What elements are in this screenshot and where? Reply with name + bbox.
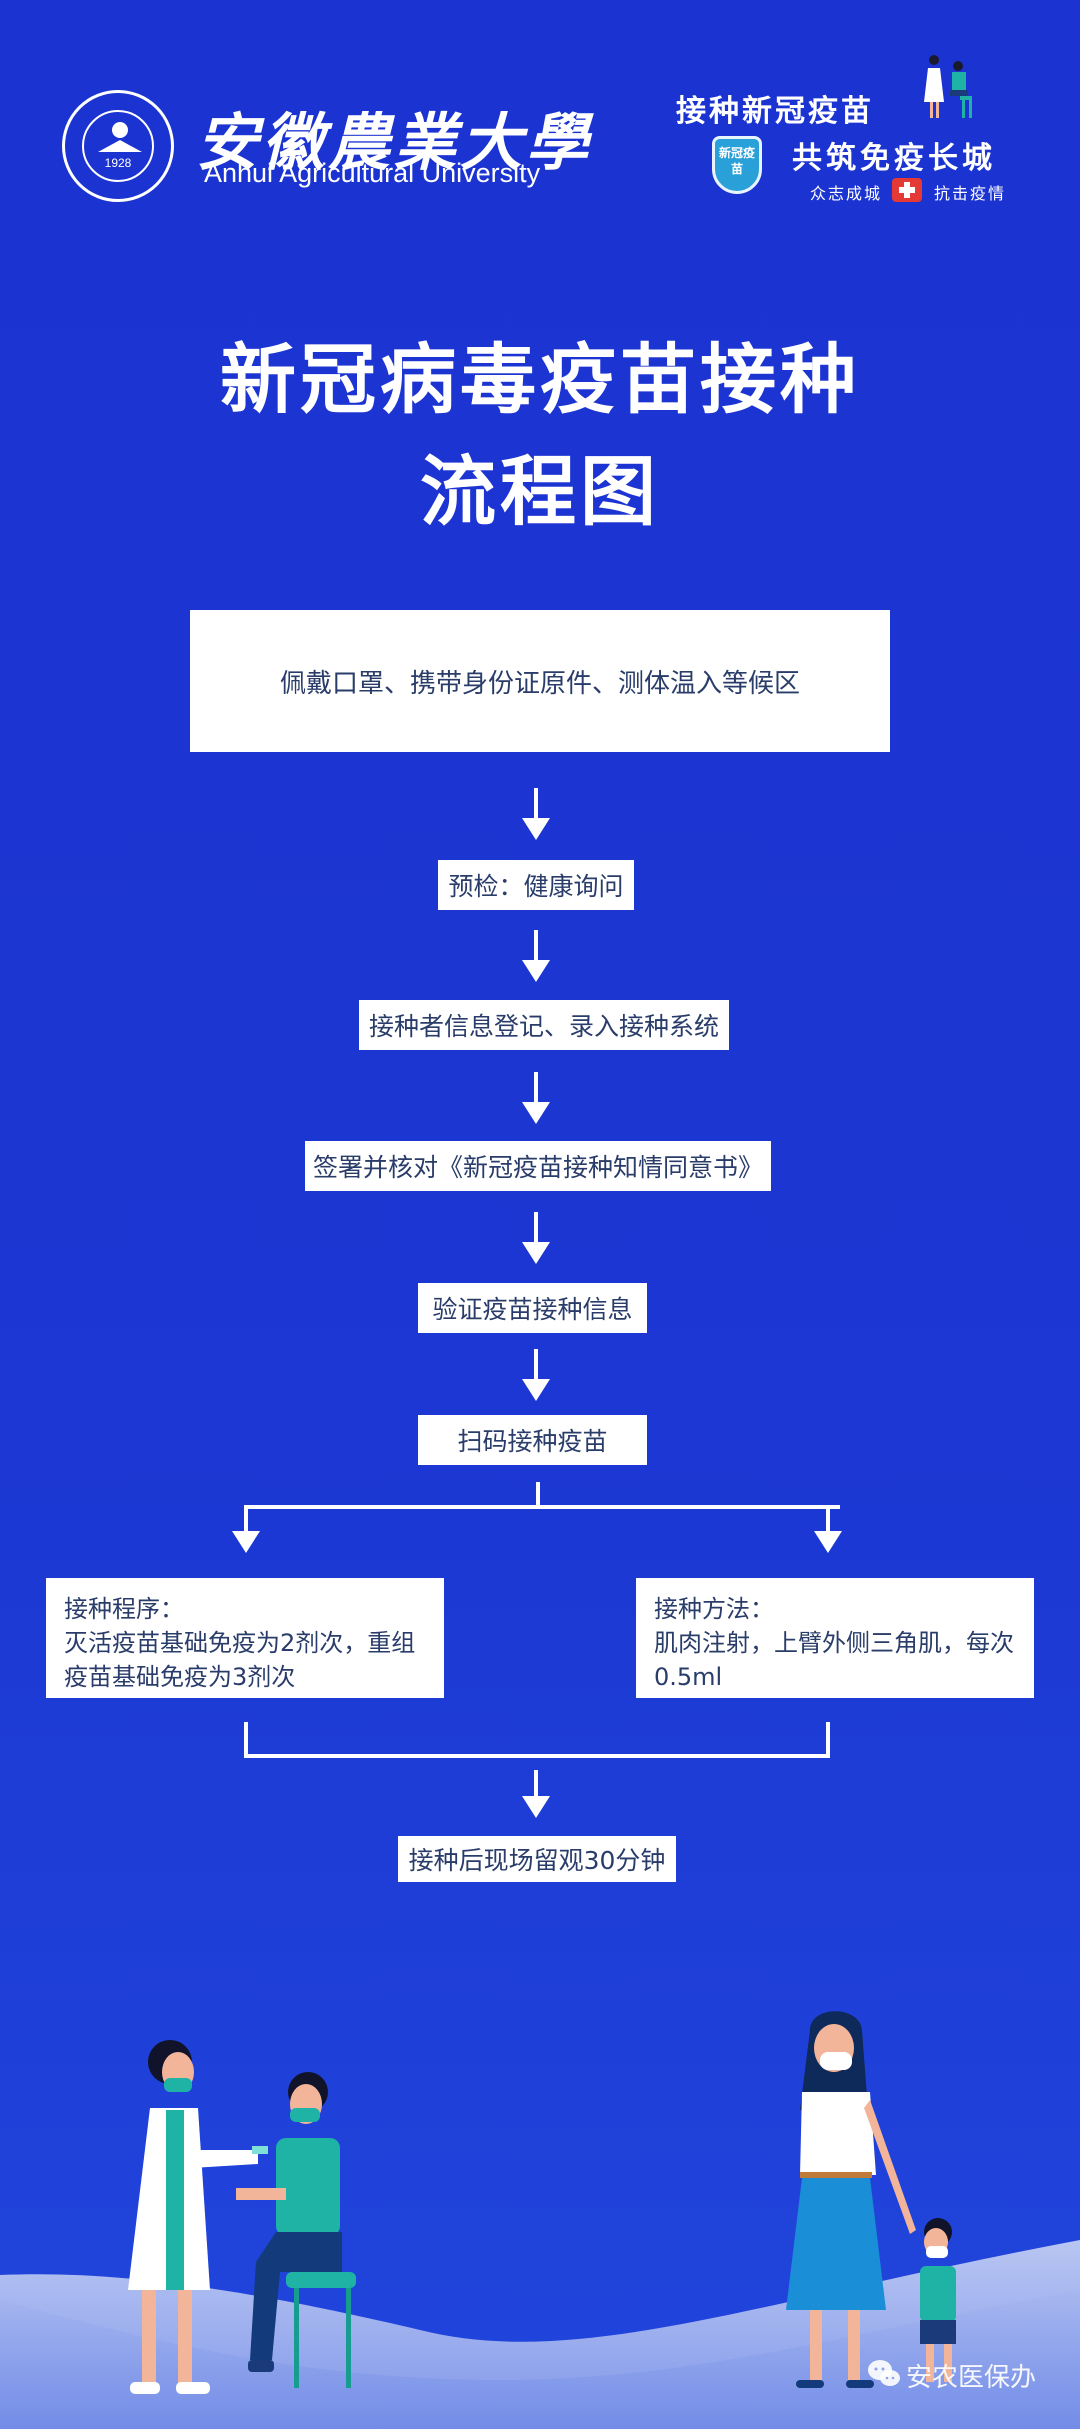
branch-right-body: 肌肉注射，上臂外侧三角肌，每次0.5ml: [654, 1629, 1014, 1691]
mother-and-child-illustration: [786, 2011, 956, 2388]
shield-text: 新冠疫苗: [718, 146, 755, 176]
branch-left-body: 灭活疫苗基础免疫为2剂次，重组疫苗基础免疫为3剂次: [64, 1629, 416, 1691]
slogan-right: 抗击疫情: [934, 184, 1007, 203]
connector-line: [244, 1754, 830, 1758]
page-title-line-2: 流程图: [420, 447, 660, 536]
connector-line: [244, 1505, 840, 1509]
watermark-text: 安农医保办: [906, 2363, 1037, 2393]
connector-line: [244, 1722, 248, 1758]
wechat-icon: [868, 2360, 900, 2386]
flow-step-scan-vaccinate: 扫码接种疫苗: [418, 1415, 647, 1465]
arrow-down-icon: [522, 1072, 550, 1124]
arrow-down-icon: [814, 1505, 842, 1557]
flow-step-registration: 接种者信息登记、录入接种系统: [359, 1000, 729, 1050]
arrow-down-icon: [522, 1349, 550, 1401]
arrow-down-icon: [522, 1212, 550, 1264]
arrow-down-icon: [522, 930, 550, 982]
doctor-vaccinating-patient-illustration: [128, 2040, 356, 2394]
flow-step-precheck: 预检：健康询问: [438, 860, 634, 910]
vaccination-mini-illustration-icon: [924, 55, 972, 118]
slogan-left: 众志成城: [810, 184, 883, 203]
university-name-en: Anhui Agricultural University: [204, 158, 541, 188]
flow-step-consent: 签署并核对《新冠疫苗接种知情同意书》: [305, 1141, 771, 1191]
seal-year: 1928: [104, 156, 132, 170]
connector-line: [826, 1722, 830, 1758]
vaccine-shield-icon: 新冠疫苗: [712, 136, 762, 194]
flow-step-observation: 接种后现场留观30分钟: [398, 1836, 676, 1882]
arrow-down-icon: [232, 1505, 260, 1557]
connector-line: [536, 1482, 540, 1506]
university-seal-icon: 1928: [62, 90, 174, 202]
flow-step-waiting-area: 佩戴口罩、携带身份证原件、测体温入等候区: [190, 610, 890, 752]
first-aid-kit-icon: [892, 178, 922, 202]
slogan-line-2: 共筑免疫长城: [792, 141, 996, 176]
branch-right-heading: 接种方法：: [654, 1595, 774, 1623]
branch-left-heading: 接种程序：: [64, 1595, 184, 1623]
university-name-cn: 安徽農業大學: [196, 106, 593, 179]
arrow-down-icon: [522, 1770, 550, 1822]
slogan-line-1: 接种新冠疫苗: [676, 94, 874, 129]
flow-step-verify: 验证疫苗接种信息: [418, 1283, 647, 1333]
branch-left-schedule: 接种程序： 灭活疫苗基础免疫为2剂次，重组疫苗基础免疫为3剂次: [46, 1578, 444, 1698]
branch-right-method: 接种方法： 肌肉注射，上臂外侧三角肌，每次0.5ml: [636, 1578, 1034, 1698]
arrow-down-icon: [522, 788, 550, 840]
page-title-line-1: 新冠病毒疫苗接种: [220, 335, 860, 424]
